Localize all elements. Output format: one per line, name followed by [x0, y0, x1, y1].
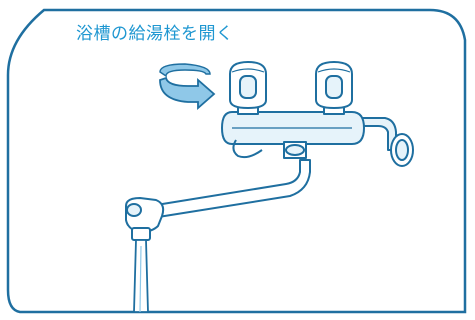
instruction-caption: 浴槽の給湯栓を開く: [76, 24, 234, 44]
inlet-pipe: [232, 139, 263, 159]
faucet-illustration: [125, 61, 414, 241]
rotate-clockwise-arrow-icon: [159, 63, 216, 110]
water-stream: [133, 239, 149, 313]
nozzle: [131, 227, 151, 241]
